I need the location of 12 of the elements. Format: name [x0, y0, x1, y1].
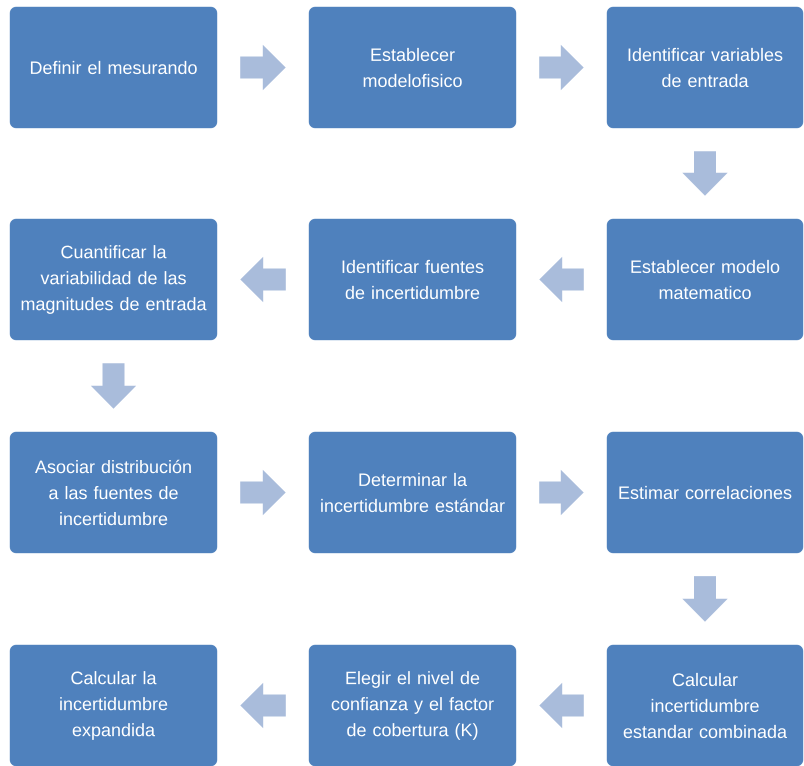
process-box: Calcular la incertidumbre expandida — [10, 644, 218, 766]
process-box: Identificar fuentes de incertidumbre — [308, 218, 516, 340]
process-box: Asociar distribución a las fuentes de incertidumbre — [10, 432, 218, 554]
process-box: Definir el mesurando — [10, 6, 218, 128]
process-box: Elegir el nivel de confianza y el factor de cobertura (K) — [308, 644, 516, 766]
process-box: Calcular incertidumbre estandar combinada — [606, 644, 804, 766]
process-box: Establecer modelofisico — [308, 6, 516, 128]
process-box: Cuantificar la variabilidad de las magnitudes de entrada — [10, 218, 218, 340]
process-box: Determinar la incertidumbre estándar — [308, 432, 516, 554]
process-box: Identificar variables de entrada — [606, 6, 804, 128]
process-box: Establecer modelo matematico — [606, 218, 804, 340]
process-box: Estimar correlaciones — [606, 432, 804, 554]
